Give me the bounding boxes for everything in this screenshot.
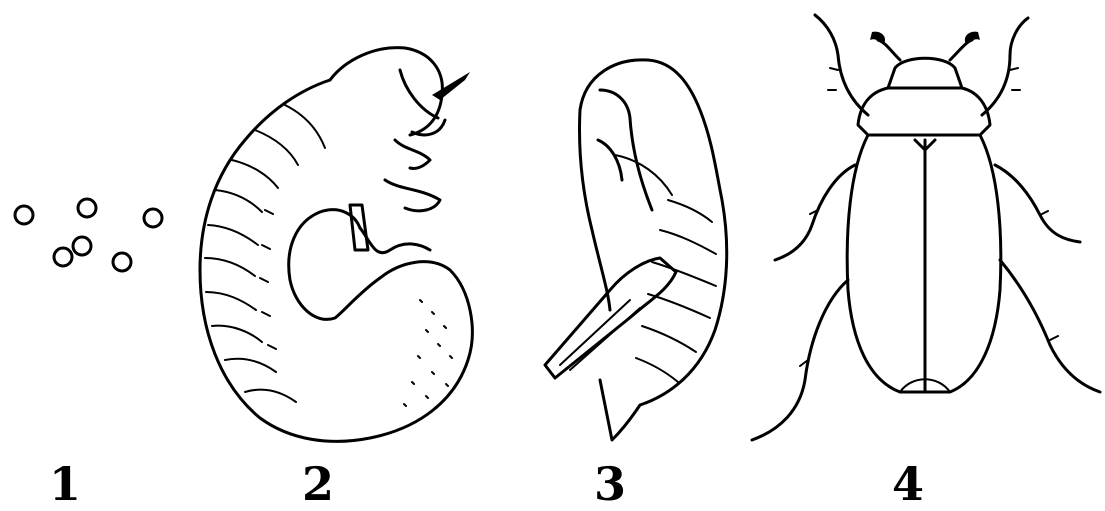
larva-grub-icon (200, 48, 472, 442)
pupa-icon (545, 60, 727, 440)
stage-2-label: 2 (302, 457, 334, 511)
adult-beetle-icon (752, 15, 1100, 440)
stage-4-label: 4 (892, 457, 924, 511)
eggs-icon (15, 199, 162, 271)
stage-1-label: 1 (49, 457, 81, 511)
stage-3-label: 3 (594, 457, 626, 511)
